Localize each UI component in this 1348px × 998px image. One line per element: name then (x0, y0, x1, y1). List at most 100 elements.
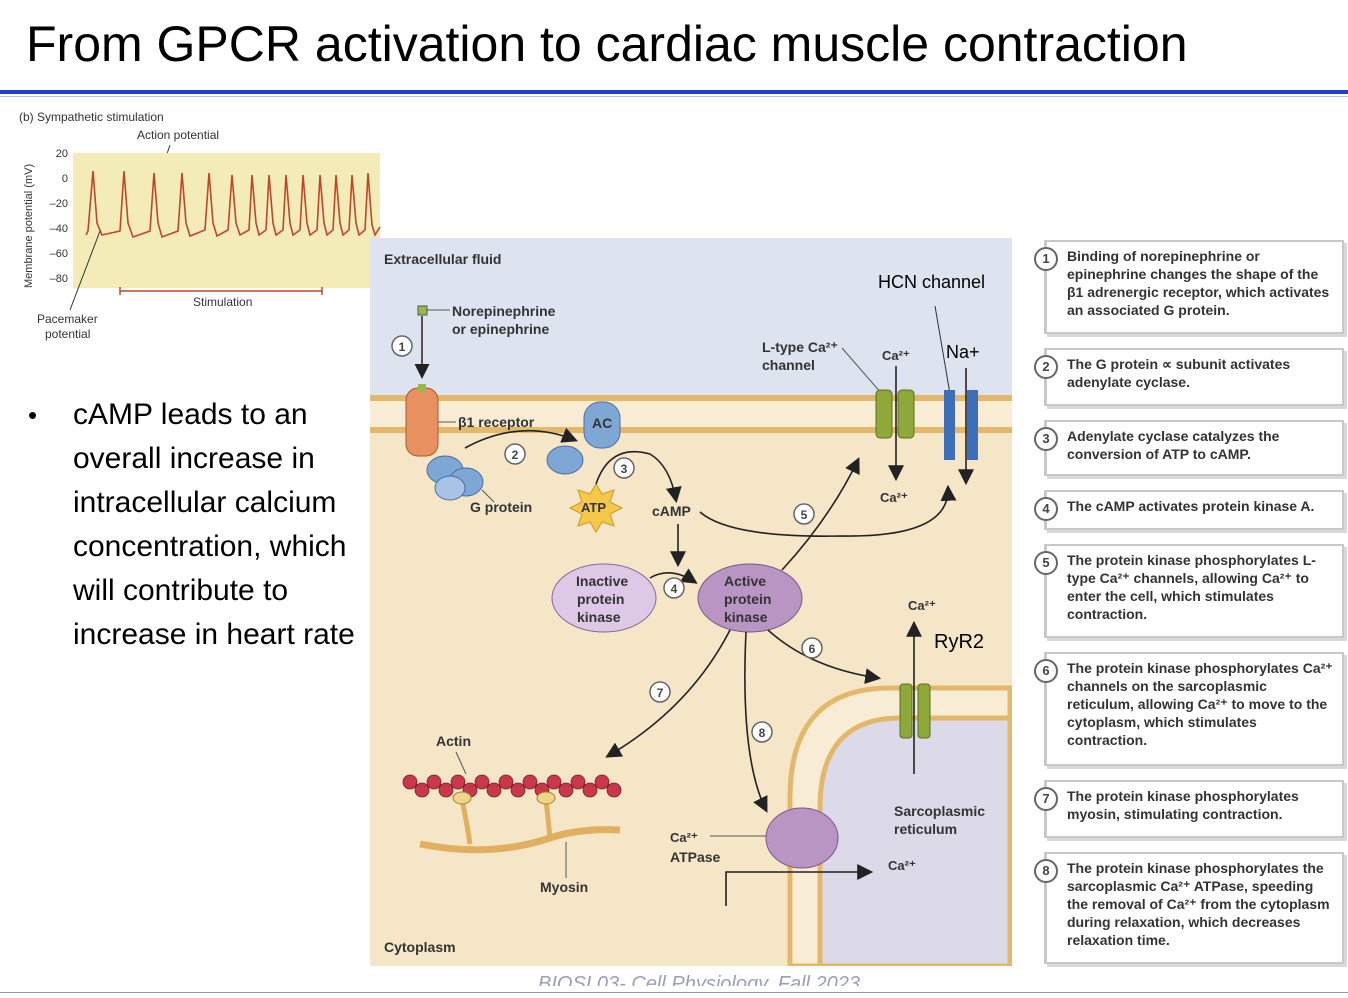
inactive-protein-kinase (551, 563, 657, 633)
step-box-1: Binding of norepinephrine or epinephrine… (1044, 240, 1344, 334)
camp-to-hcn-arrow (699, 484, 957, 537)
action-potential-label: Action potential (137, 128, 219, 142)
ca-atpase-pump (765, 807, 839, 869)
y-axis-label: Membrane potential (mV) (23, 164, 35, 288)
footer-text: BIOSI 03- Cell Physiology, Fall 2023 (538, 973, 861, 986)
y-axis-ticks: 20 0 –20 –40 –60 –80 (50, 148, 68, 285)
hcn-channel (967, 390, 978, 460)
step-text: The protein kinase phosphorylates the sa… (1067, 860, 1330, 948)
step-marker-3: 3 (621, 462, 628, 476)
step-number-6: 6 (1034, 659, 1058, 683)
sarcoplasmic-reticulum-inner (817, 715, 1012, 966)
actin-label: Actin (436, 733, 471, 749)
ryr2-channel (899, 683, 913, 739)
step-box-7: The protein kinase phosphorylates myosin… (1044, 780, 1344, 838)
atp-label: ATP (581, 500, 606, 515)
step-marker-1: 1 (399, 340, 406, 354)
extracellular-label: Extracellular fluid (384, 251, 501, 267)
hcn-channel (944, 390, 955, 460)
actin-filament (402, 774, 622, 798)
conversion-arrow-3 (595, 450, 682, 504)
step-text: The protein kinase phosphorylates L-type… (1067, 552, 1316, 622)
beta1-receptor (405, 387, 439, 457)
step-number-3: 3 (1034, 427, 1058, 451)
ca-label: Ca²⁺ (888, 858, 916, 873)
step-box-8: The protein kinase phosphorylates the sa… (1044, 852, 1344, 964)
hcn-pointer (934, 305, 951, 395)
norepinephrine-label: Norepinephrine (452, 303, 556, 319)
atp-starburst (568, 483, 624, 533)
step-text: The protein kinase phosphorylates myosin… (1067, 788, 1299, 822)
membrane-potential-trace (85, 170, 381, 239)
step-number-4: 4 (1034, 497, 1058, 521)
step-box-5: The protein kinase phosphorylates L-type… (1044, 544, 1344, 638)
cell-signaling-diagram: Extracellular fluid Cytoplasm Norepineph… (370, 238, 1012, 966)
sr-label: reticulum (894, 821, 957, 837)
ltype-channel (897, 389, 915, 439)
y-tick: –20 (50, 198, 68, 210)
step-box-4: The cAMP activates protein kinase A. (1044, 490, 1344, 530)
cytoplasm-label: Cytoplasm (384, 939, 456, 955)
step-number-5: 5 (1034, 551, 1058, 575)
na-label: Na+ (946, 342, 980, 362)
active-kinase-label: kinase (724, 609, 768, 625)
active-kinase-label: protein (724, 591, 771, 607)
active-kinase-label: Active (724, 573, 766, 589)
phosphorylation-arrow-8 (744, 631, 768, 813)
activation-arrow-2 (464, 427, 578, 449)
step-marker-6: 6 (809, 642, 816, 656)
step-marker-4: 4 (671, 582, 678, 596)
ltype-pointer (841, 347, 883, 395)
step-box-6: The protein kinase phosphorylates Ca²⁺ c… (1044, 652, 1344, 766)
step-marker-5: 5 (801, 508, 808, 522)
bullet-text: cAMP leads to an overall increase in int… (73, 398, 355, 651)
g-alpha-subunit (546, 445, 584, 475)
ca-label: Ca²⁺ (882, 348, 910, 363)
myosin-tail (419, 826, 621, 854)
hcn-channel-label: HCN channel (878, 272, 985, 292)
step-text: Adenylate cyclase catalyzes the conversi… (1067, 428, 1280, 462)
action-potential-inset: (b) Sympathetic stimulation Action poten… (19, 110, 381, 341)
g-protein-pointer (481, 489, 495, 503)
inactive-kinase-label: kinase (577, 609, 621, 625)
inset-caption: (b) Sympathetic stimulation (19, 110, 164, 124)
phosphorylation-arrow-7 (605, 629, 731, 758)
inactive-kinase-label: protein (577, 591, 624, 607)
phosphorylation-arrow-6 (767, 629, 882, 685)
ltype-channel-label: L-type Ca²⁺ (762, 339, 838, 355)
inactive-kinase-label: Inactive (576, 573, 628, 589)
y-tick: 0 (62, 173, 68, 185)
active-protein-kinase (697, 563, 803, 633)
myosin-label: Myosin (540, 879, 588, 895)
norepinephrine-label: or epinephrine (452, 321, 549, 337)
title-divider (0, 90, 1348, 94)
step-marker-8: 8 (759, 726, 766, 740)
phosphorylation-arrow-5 (781, 457, 860, 571)
step-number-8: 8 (1034, 859, 1058, 883)
y-tick: –80 (50, 273, 68, 285)
sr-label: Sarcoplasmic (894, 803, 985, 819)
g-protein-subunit (434, 475, 466, 501)
ca-uptake-arrow (725, 864, 874, 906)
ca-atpase-label: ATPase (670, 849, 721, 865)
myosin-head (536, 791, 556, 805)
ltype-channel (875, 389, 893, 439)
extracellular-region (370, 238, 1012, 398)
ca-atpase-label: Ca²⁺ (670, 830, 698, 845)
diagram-step-markers: 1 2 3 4 5 6 7 8 (391, 335, 823, 743)
myosin-head (452, 791, 472, 805)
ltype-channel-label: channel (762, 357, 815, 373)
adenylate-cyclase (583, 401, 621, 449)
pacemaker-label: potential (45, 327, 90, 341)
beta1-receptor-label: β1 receptor (458, 414, 535, 430)
step-box-3: Adenylate cyclase catalyzes the conversi… (1044, 420, 1344, 476)
pacemaker-label: Pacemaker (37, 312, 98, 326)
step-marker-2: 2 (512, 448, 519, 462)
step-marker-7: 7 (657, 686, 664, 700)
step-number-1: 1 (1034, 247, 1058, 271)
ryr2-label: RyR2 (934, 631, 984, 653)
camp-label: cAMP (652, 503, 691, 519)
bottom-divider (0, 992, 1348, 993)
bullet-marker: • (28, 400, 38, 430)
norepinephrine-molecule (417, 305, 428, 316)
